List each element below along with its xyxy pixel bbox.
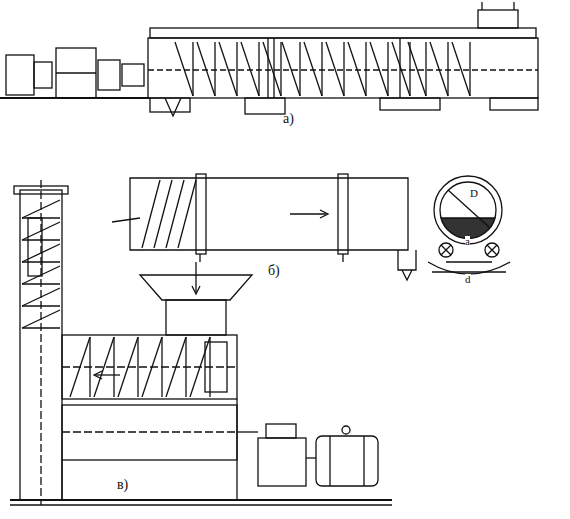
screw-flight	[392, 42, 410, 96]
screw-flight	[365, 42, 366, 96]
screw-flight	[236, 42, 237, 96]
screw-flight	[22, 266, 60, 284]
screw-flight	[22, 305, 60, 306]
screw-flight	[214, 42, 215, 96]
screw-flight	[469, 42, 470, 96]
screw-flight	[70, 337, 90, 397]
screw-flight	[22, 244, 60, 262]
screw-flight	[343, 42, 344, 96]
dimension-label: a	[465, 236, 470, 247]
screw-flight	[137, 337, 138, 397]
screw-flight	[280, 42, 281, 96]
panel-label: б)	[268, 264, 280, 278]
screw-flight	[161, 337, 162, 397]
screw-flight	[430, 42, 448, 96]
screw-flight	[197, 42, 215, 96]
screw-flight	[22, 283, 60, 284]
screw-flight	[22, 310, 60, 328]
screw-flight	[304, 42, 322, 96]
screw-flight	[452, 42, 470, 96]
screw-flight	[321, 42, 322, 96]
screw-elevator-c	[10, 180, 392, 505]
screw-flight	[22, 261, 60, 262]
screw-flight	[348, 42, 366, 96]
screw-flight	[192, 42, 193, 96]
screw-flight	[22, 239, 60, 240]
screw-flight	[113, 337, 114, 397]
tube-section	[428, 176, 510, 274]
screw-flight	[178, 180, 196, 248]
screw-flight	[185, 337, 186, 397]
screw-flight	[209, 337, 210, 397]
screw-flight	[263, 42, 281, 96]
panel-label: в)	[117, 478, 128, 492]
screw-flight	[22, 200, 60, 218]
screw-flight	[89, 337, 90, 397]
dimension-label: D	[470, 188, 478, 199]
screw-flight	[219, 42, 237, 96]
screw-flight	[258, 42, 259, 96]
screw-flight	[166, 337, 186, 397]
panel-label: а)	[283, 112, 294, 126]
screw-flight	[387, 42, 388, 96]
screw-flight	[370, 42, 388, 96]
screw-flight	[118, 337, 138, 397]
screw-flight	[142, 337, 162, 397]
dimension-label: d	[465, 274, 471, 285]
screw-flight	[175, 42, 193, 96]
screw-flight	[299, 42, 300, 96]
screw-flight	[22, 222, 60, 240]
screw-flight	[282, 42, 300, 96]
screw-flight	[241, 42, 259, 96]
screw-conveyor-a	[148, 2, 538, 116]
screw-flight	[425, 42, 426, 96]
screw-flight	[190, 337, 210, 397]
screw-flight	[22, 327, 60, 328]
screw-flight	[94, 337, 114, 397]
drive-unit	[0, 48, 150, 98]
tube-conveyor-b	[112, 174, 416, 280]
screw-flight	[408, 42, 426, 96]
screw-flight	[326, 42, 344, 96]
screw-flight	[22, 288, 60, 306]
screw-flight	[22, 217, 60, 218]
screw-flight	[447, 42, 448, 96]
